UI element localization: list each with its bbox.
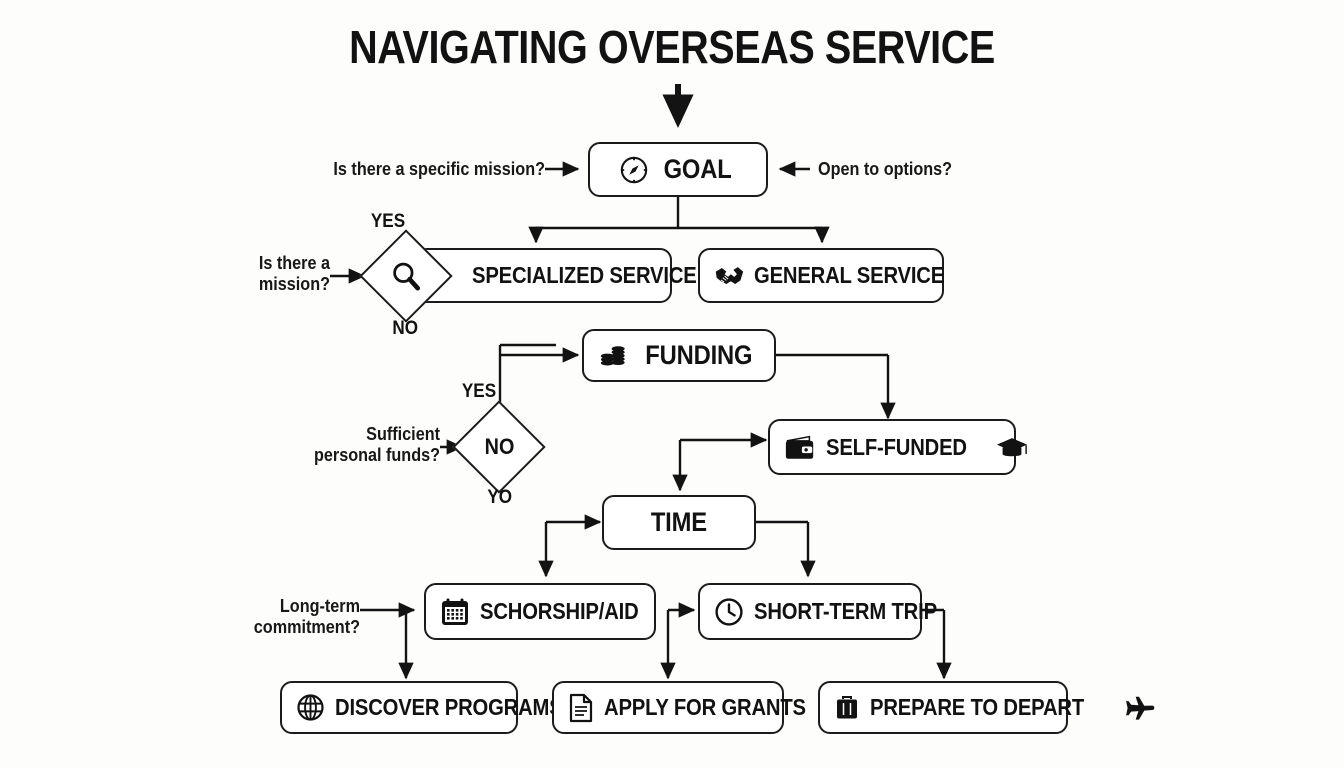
handshake-icon: [714, 263, 744, 289]
node-goal[interactable]: GOAL: [588, 142, 768, 197]
question-sufficient-funds-line1: Sufficient: [366, 424, 440, 444]
node-specialized-service-label: SPECIALIZED SERVICE: [472, 262, 697, 288]
node-apply-for-grants[interactable]: APPLY FOR GRANTS: [552, 681, 806, 734]
branch-label-funds-yes: YES: [461, 381, 497, 402]
node-discover-programs[interactable]: DISCOVER PROGRAMS: [280, 681, 563, 734]
page-title: NAVIGATING OVERSEAS SERVICE: [349, 21, 995, 73]
question-long-term-commitment-line1: Long-term: [279, 596, 360, 616]
node-time-label: TIME: [650, 507, 708, 537]
node-apply-for-grants-label: APPLY FOR GRANTS: [604, 694, 806, 720]
clock-icon: [714, 597, 744, 627]
node-self-funded-label: SELF-FUNDED: [826, 433, 967, 460]
question-long-term-commitment: Long-term commitment?: [252, 596, 360, 638]
document-icon: [568, 693, 594, 723]
question-long-term-commitment-line2: commitment?: [253, 617, 360, 638]
calendar-icon: [440, 597, 470, 627]
question-open-to-options: Open to options?: [818, 159, 953, 179]
node-discover-programs-label: DISCOVER PROGRAMS: [335, 694, 563, 720]
node-time[interactable]: TIME: [602, 495, 756, 550]
node-scholarship-aid[interactable]: SCHORSHIP/AID: [424, 583, 656, 640]
branch-label-funds-no: YO: [487, 487, 513, 508]
node-goal-label: GOAL: [664, 154, 732, 184]
globe-icon: [296, 693, 325, 722]
question-is-there-a-mission: Is there a mission?: [240, 253, 330, 295]
node-funding[interactable]: FUNDING: [582, 329, 776, 382]
airplane-icon: [1123, 694, 1155, 722]
node-general-service-label: GENERAL SERVICE: [754, 262, 945, 288]
question-is-there-a-mission-line1: Is there a: [258, 253, 330, 273]
node-self-funded[interactable]: SELF-FUNDED: [768, 419, 1028, 475]
suitcase-icon: [834, 694, 860, 722]
node-prepare-to-depart-label: PREPARE TO DEPART: [870, 694, 1085, 720]
node-prepare-to-depart[interactable]: PREPARE TO DEPART: [818, 681, 1155, 734]
node-specialized-service[interactable]: SPECIALIZED SERVICE: [414, 248, 697, 303]
node-general-service[interactable]: GENERAL SERVICE: [698, 248, 944, 303]
branch-label-mission-yes: YES: [370, 211, 406, 232]
branch-label-mission-no: NO: [392, 318, 419, 339]
question-sufficient-funds-line2: personal funds?: [313, 445, 440, 466]
node-short-term-trip[interactable]: SHORT-TERM TRIP: [698, 583, 937, 640]
node-funding-label: FUNDING: [645, 340, 753, 370]
compass-icon: [619, 155, 649, 185]
question-is-there-a-mission-line2: mission?: [258, 274, 330, 295]
wallet-icon: [784, 434, 816, 461]
question-sufficient-funds: Sufficient personal funds?: [303, 424, 440, 466]
coins-icon: [598, 342, 628, 370]
graduation-cap-icon: [996, 434, 1028, 461]
node-short-term-trip-label: SHORT-TERM TRIP: [754, 598, 937, 624]
question-specific-mission: Is there a specific mission?: [333, 159, 545, 179]
node-scholarship-aid-label: SCHORSHIP/AID: [480, 598, 639, 624]
